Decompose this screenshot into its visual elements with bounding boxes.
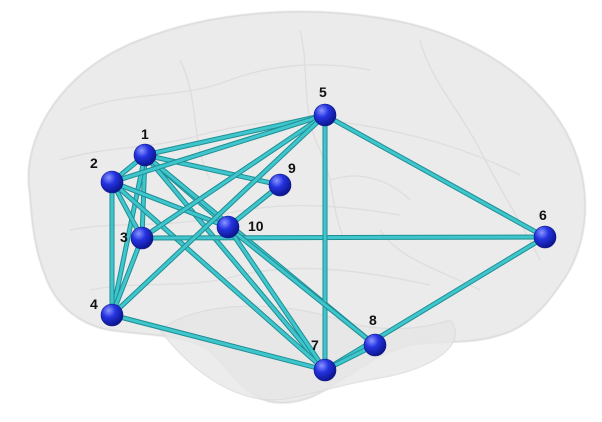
node-label-2: 2 (90, 155, 98, 171)
edge-4-5 (110, 113, 327, 317)
node-label-7: 7 (311, 337, 319, 353)
edge-2-5 (110, 113, 327, 184)
node-layer (100, 103, 557, 382)
node-6[interactable] (533, 225, 557, 249)
edge-1-4 (110, 153, 147, 317)
node-7[interactable] (313, 358, 337, 382)
node-8[interactable] (363, 333, 387, 357)
edge-7-10 (226, 225, 327, 372)
node-label-1: 1 (141, 126, 149, 142)
brain-cortex-shape (27, 10, 586, 404)
node-3[interactable] (130, 226, 154, 250)
node-label-5: 5 (319, 84, 327, 100)
edge-4-7 (110, 313, 327, 372)
edge-3-4 (110, 236, 144, 317)
node-label-6: 6 (539, 207, 547, 223)
edge-3-5 (140, 113, 327, 240)
edge-1-5 (143, 113, 327, 157)
node-2[interactable] (100, 170, 124, 194)
edge-1-7 (143, 153, 327, 372)
node-5[interactable] (313, 103, 337, 127)
node-10[interactable] (216, 215, 240, 239)
node-label-3: 3 (120, 229, 128, 245)
label-layer: 1 2 3 4 5 6 7 8 9 10 (90, 84, 547, 353)
node-label-4: 4 (90, 296, 98, 312)
node-label-10: 10 (248, 218, 264, 234)
edge-2-7 (110, 180, 327, 372)
edge-10-8 (226, 225, 377, 347)
edge-layer (109, 112, 548, 373)
node-1[interactable] (133, 143, 157, 167)
edge-6-7 (323, 235, 547, 372)
node-9[interactable] (268, 173, 292, 197)
edge-2-10 (110, 180, 230, 229)
edge-3-6 (140, 235, 547, 240)
edge-5-6 (323, 113, 547, 239)
node-label-8: 8 (369, 312, 377, 328)
node-4[interactable] (100, 303, 124, 327)
node-label-9: 9 (288, 160, 296, 176)
